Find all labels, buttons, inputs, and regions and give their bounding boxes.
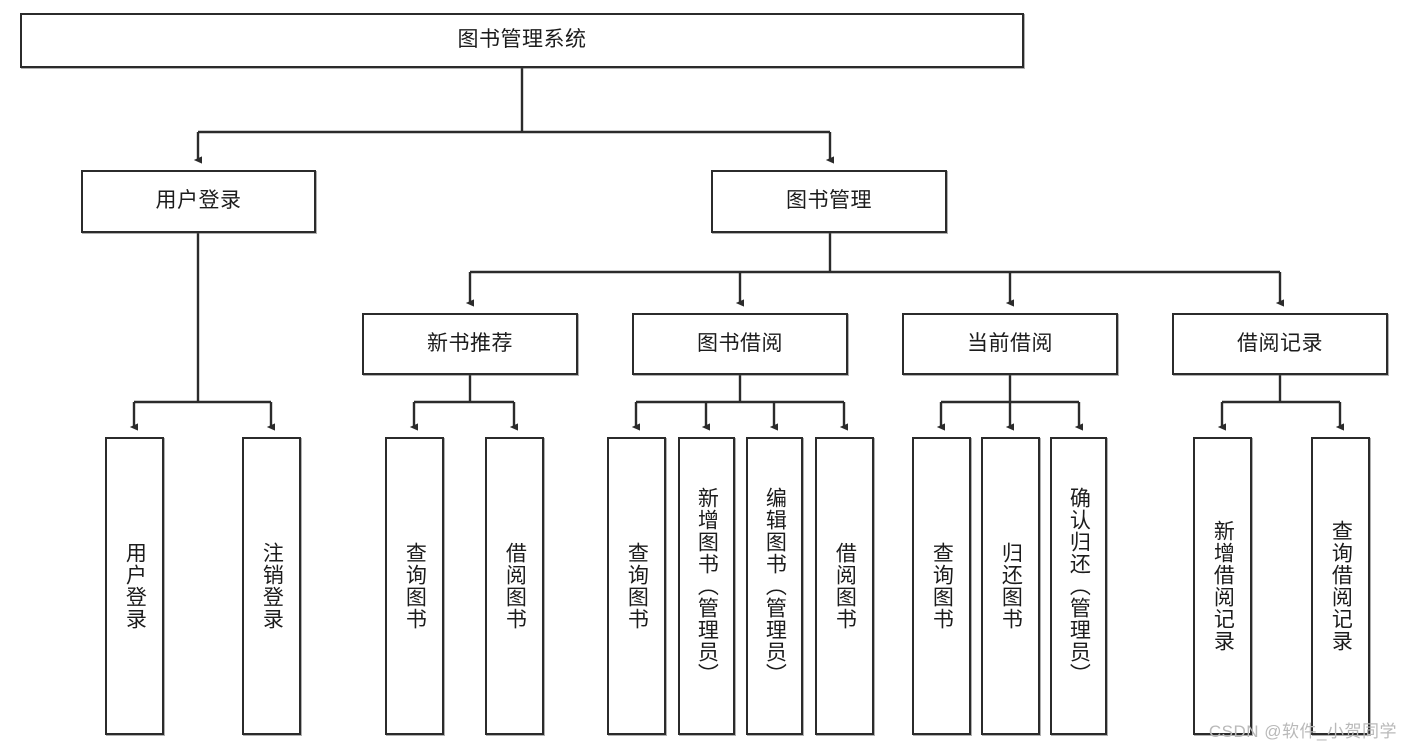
node-label: 编辑图书（管理员）: [763, 487, 787, 685]
node-leaf-borrow-add-book-admin[interactable]: 新增图书（管理员）: [678, 437, 735, 735]
node-label: 查询借阅记录: [1329, 520, 1353, 652]
node-label: 图书管理系统: [457, 28, 587, 52]
node-leaf-new-book-query[interactable]: 查询图书: [385, 437, 444, 735]
node-leaf-current-confirm-return-admin[interactable]: 确认归还（管理员）: [1050, 437, 1107, 735]
node-label: 用户登录: [155, 189, 242, 213]
node-label: 借阅图书: [503, 542, 527, 630]
node-label: 查询图书: [930, 542, 954, 630]
node-label: 图书管理: [786, 189, 872, 213]
node-borrow-record[interactable]: 借阅记录: [1172, 313, 1388, 375]
node-label: 查询图书: [625, 542, 649, 630]
node-label: 当前借阅: [967, 331, 1053, 355]
node-label: 新书推荐: [427, 331, 513, 355]
node-leaf-current-return-book[interactable]: 归还图书: [981, 437, 1040, 735]
node-label: 借阅图书: [833, 542, 857, 630]
node-label: 新增借阅记录: [1211, 520, 1235, 652]
node-book-management[interactable]: 图书管理: [711, 170, 947, 233]
node-leaf-borrow-query-book[interactable]: 查询图书: [607, 437, 666, 735]
node-user-login[interactable]: 用户登录: [81, 170, 316, 233]
node-leaf-user-login-logout[interactable]: 注销登录: [242, 437, 301, 735]
node-leaf-new-book-borrow[interactable]: 借阅图书: [485, 437, 544, 735]
node-label: 注销登录: [260, 542, 284, 630]
node-current-borrow[interactable]: 当前借阅: [902, 313, 1118, 375]
node-label: 查询图书: [403, 542, 427, 630]
node-root-book-management-system[interactable]: 图书管理系统: [20, 13, 1024, 68]
watermark-text: CSDN @软件_小贺同学: [1208, 722, 1397, 741]
node-leaf-borrow-edit-book-admin[interactable]: 编辑图书（管理员）: [746, 437, 803, 735]
node-leaf-borrow-borrow-book[interactable]: 借阅图书: [815, 437, 874, 735]
node-leaf-current-query-book[interactable]: 查询图书: [912, 437, 971, 735]
node-label: 归还图书: [999, 542, 1023, 630]
node-label: 确认归还（管理员）: [1067, 487, 1091, 685]
node-book-borrow[interactable]: 图书借阅: [632, 313, 848, 375]
node-label: 图书借阅: [697, 331, 783, 355]
node-leaf-user-login-login[interactable]: 用户登录: [105, 437, 164, 735]
node-leaf-record-query-record[interactable]: 查询借阅记录: [1311, 437, 1370, 735]
node-new-book-recommend[interactable]: 新书推荐: [362, 313, 578, 375]
node-leaf-record-add-record[interactable]: 新增借阅记录: [1193, 437, 1252, 735]
node-label: 用户登录: [123, 542, 147, 630]
node-label: 新增图书（管理员）: [695, 487, 719, 685]
node-label: 借阅记录: [1237, 331, 1323, 355]
